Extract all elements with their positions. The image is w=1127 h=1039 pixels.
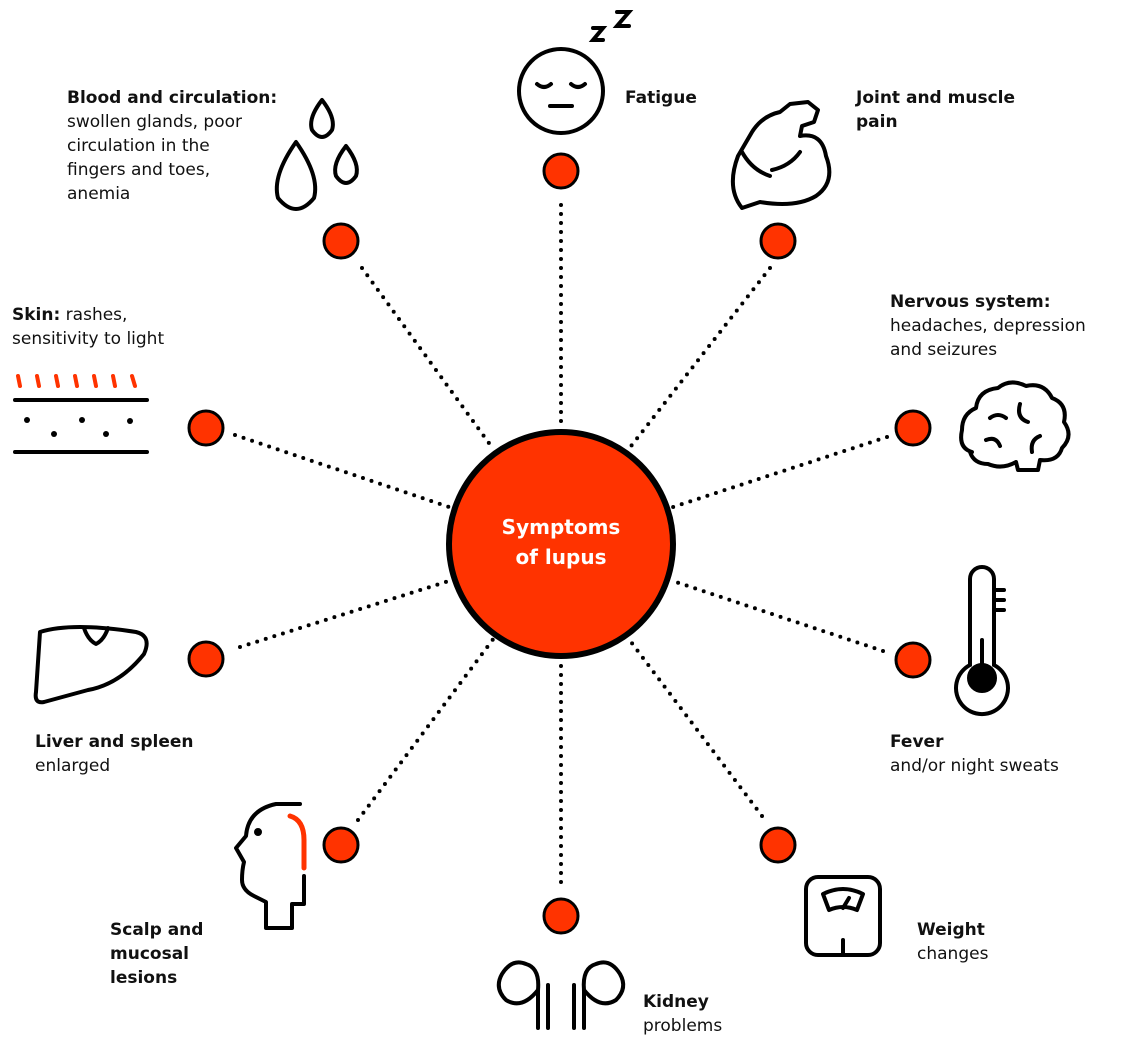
connector-nervous [668, 435, 889, 510]
center-label: Symptoms of lupus [467, 512, 655, 572]
connector-joint [626, 266, 772, 452]
scale-icon [804, 875, 882, 957]
label-weight: Weight changes [917, 920, 989, 964]
sleeping-face-icon [517, 10, 634, 135]
node-skin [187, 409, 225, 447]
brain-icon [959, 380, 1071, 472]
node-liver [187, 640, 225, 678]
connector-skin [233, 433, 454, 510]
skin-sunlight-icon [13, 374, 149, 454]
label-kidney: Kidney problems [643, 992, 723, 1036]
scalp-lesion-highlight [287, 813, 307, 871]
label-nervous: Nervous system: headaches, depression an… [890, 292, 1086, 360]
node-blood [322, 222, 360, 260]
flexed-arm-icon [730, 100, 832, 210]
node-joint [759, 222, 797, 260]
connector-blood [360, 266, 496, 452]
label-liver: Liver and spleen enlarged [35, 732, 194, 776]
node-fatigue [542, 152, 580, 190]
node-weight [759, 826, 797, 864]
connector-weight [626, 636, 764, 818]
label-fatigue: Fatigue [625, 88, 697, 108]
kidneys-icon [496, 960, 626, 1030]
node-scalp [322, 826, 360, 864]
connector-fever [668, 578, 885, 653]
liver-icon [33, 625, 149, 705]
center-circle [446, 429, 676, 659]
drops-icon [274, 98, 359, 211]
node-kidney [542, 897, 580, 935]
label-scalp: Scalp and mucosal lesions [110, 920, 204, 988]
center-label-line2: of lupus [515, 545, 607, 569]
connector-liver [238, 578, 454, 649]
label-fever: Fever and/or night sweats [890, 732, 1059, 776]
label-skin: Skin: rashes, sensitivity to light [12, 305, 165, 349]
thermometer-icon [954, 565, 1010, 716]
center-label-line1: Symptoms [501, 515, 621, 539]
label-blood: Blood and circulation: swollen glands, p… [67, 88, 278, 204]
node-fever [894, 641, 932, 679]
label-joint: Joint and muscle pain [856, 88, 1016, 132]
connector-scalp [356, 636, 496, 822]
head-profile-icon [234, 802, 306, 930]
node-nervous [894, 409, 932, 447]
